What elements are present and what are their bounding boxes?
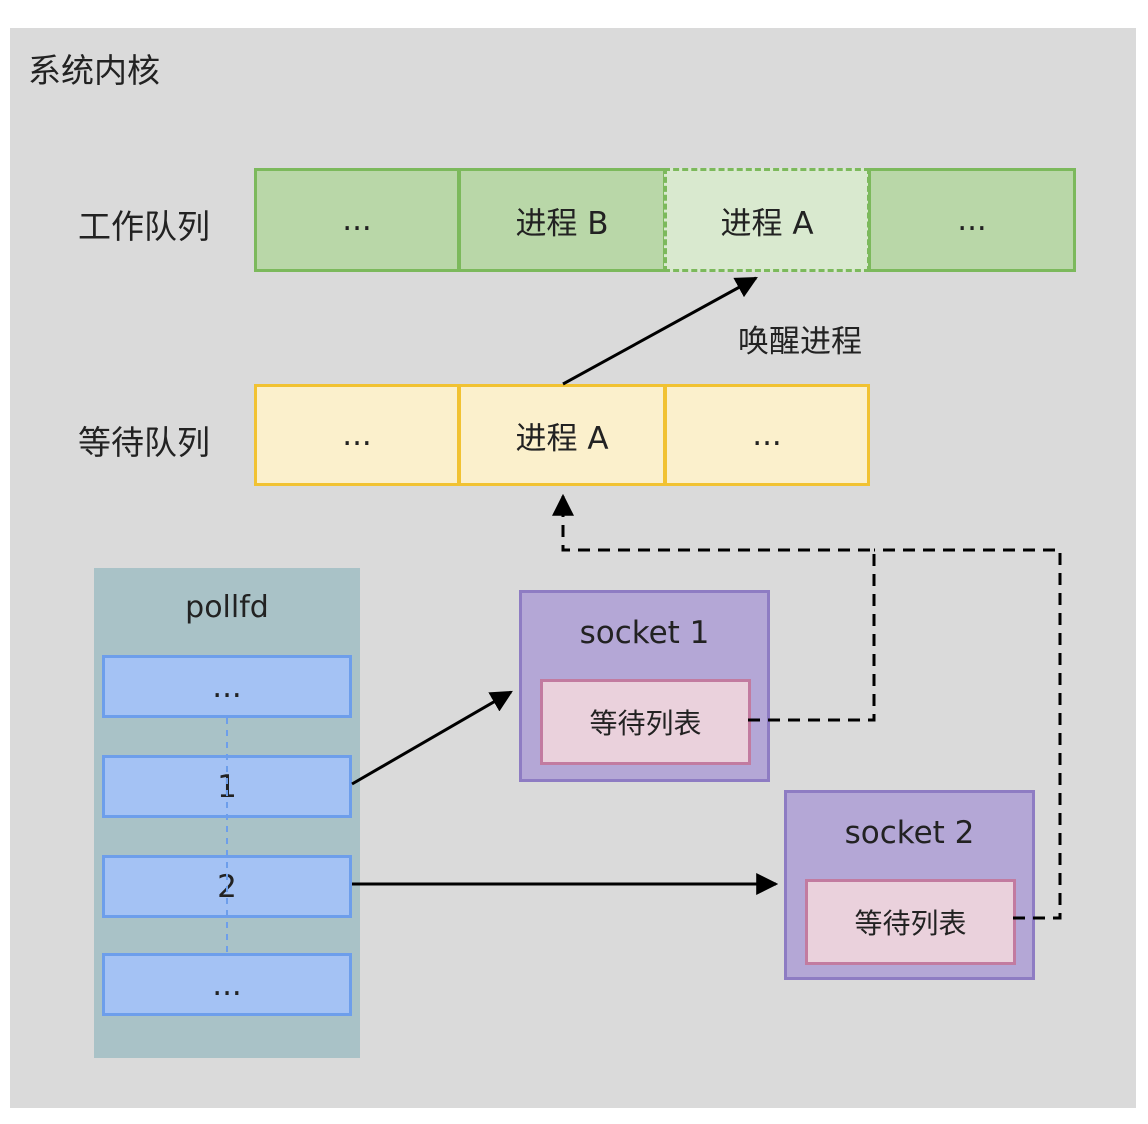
work-queue-cell-process-a: 进程 A [664, 168, 870, 272]
socket-2-wait-list: 等待列表 [805, 879, 1016, 965]
pollfd-to-socket-1-arrow [351, 690, 513, 786]
pollfd-title: pollfd [185, 590, 269, 625]
socket-1-wait-link [552, 493, 876, 722]
socket-1-title: socket 1 [579, 615, 710, 651]
work-queue-cell-process-b: 进程 B [458, 168, 666, 272]
pollfd-item: ... [102, 655, 352, 718]
wait-queue-label: 等待队列 [78, 423, 210, 462]
wake-process-label: 唤醒进程 [738, 324, 862, 360]
socket-2: socket 2 等待列表 [784, 790, 1035, 980]
wait-queue-cell: ... [664, 384, 870, 486]
socket-2-wait-link [874, 548, 1062, 920]
pollfd-item: ... [102, 953, 352, 1016]
socket-1: socket 1 等待列表 [519, 590, 770, 782]
socket-1-wait-list: 等待列表 [540, 679, 751, 765]
wake-arrow [562, 276, 758, 386]
kernel-title: 系统内核 [28, 51, 160, 90]
work-queue-cell: ... [868, 168, 1076, 272]
work-queue-label: 工作队列 [78, 207, 210, 246]
socket-2-title: socket 2 [844, 815, 975, 851]
